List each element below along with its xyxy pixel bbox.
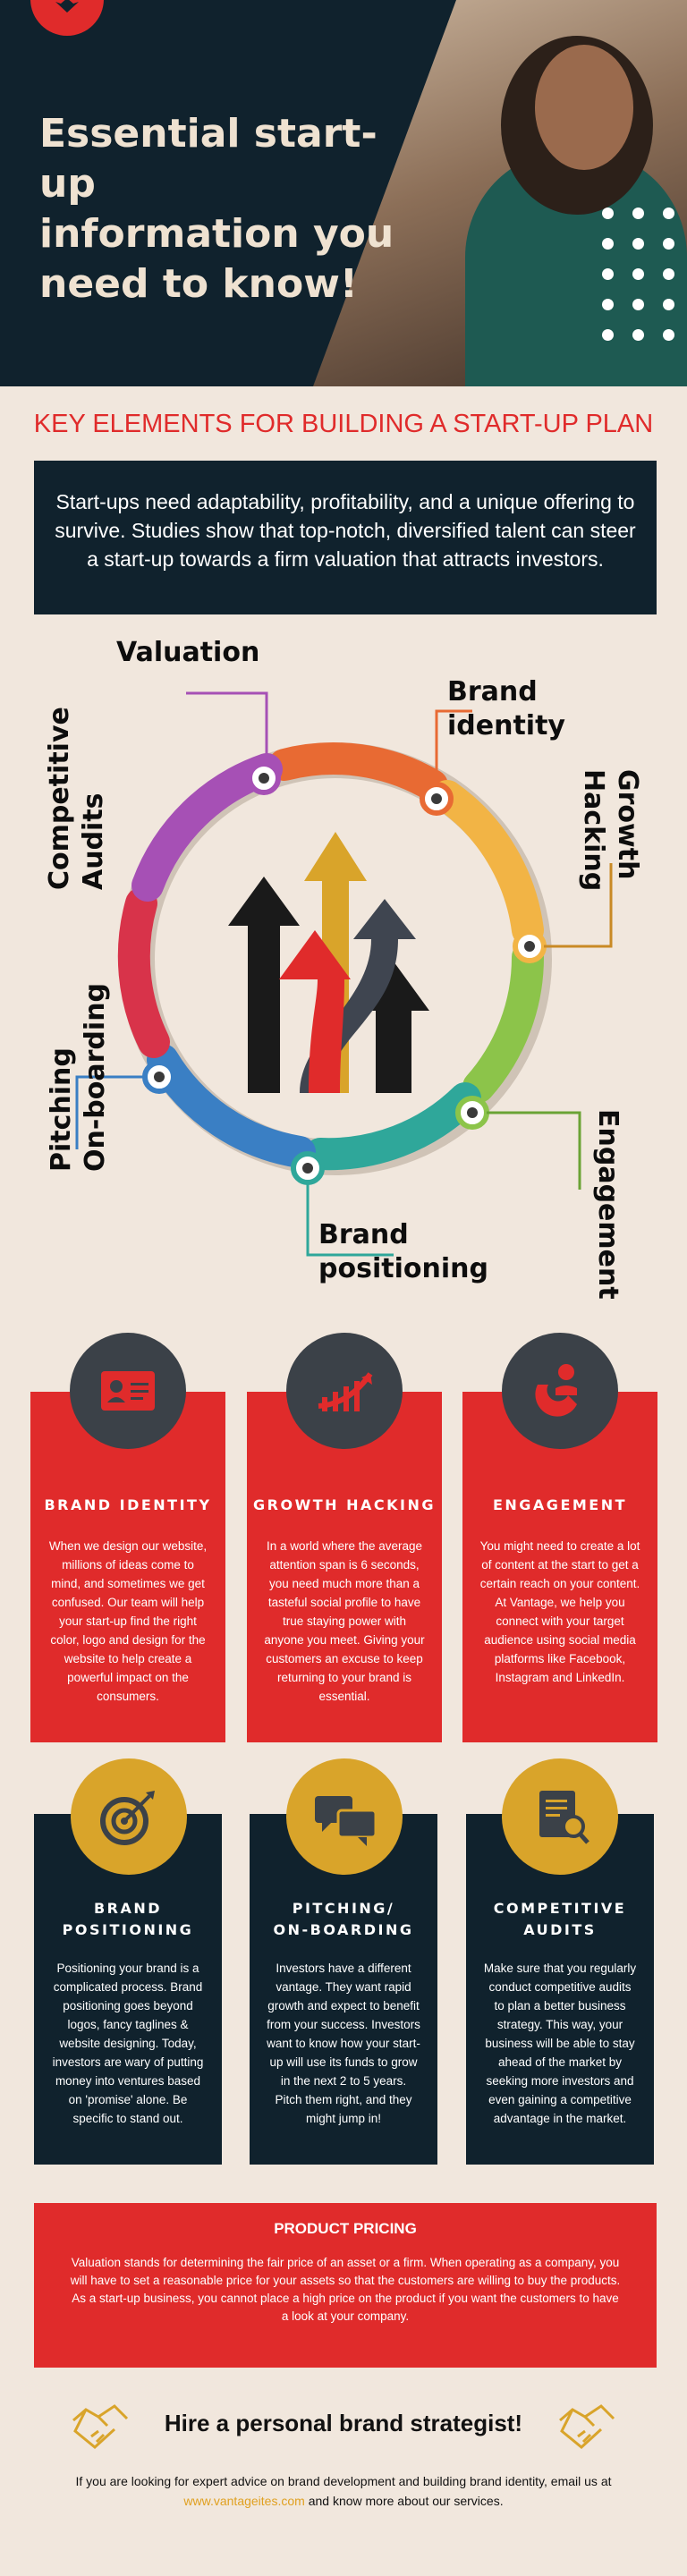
hero-title: Essential start-up information you need …	[39, 111, 394, 307]
label-engagement: Engagement	[592, 1109, 623, 1300]
pricing-box	[34, 2203, 657, 2368]
audit-document-icon	[502, 1758, 618, 1875]
intro-text: Start-ups need adaptability, profitabili…	[55, 490, 636, 571]
card-engagement: ENGAGEMENT You might need to create a lo…	[462, 1392, 657, 1742]
card-title: PITCHING/ ON-BOARDING	[273, 1900, 414, 1938]
segment-valuation	[131, 753, 283, 902]
dot-pattern	[599, 208, 687, 360]
card-title: BRAND IDENTITY	[44, 1496, 212, 1513]
segment-engagement	[462, 941, 545, 1103]
chat-bubbles-icon	[286, 1758, 403, 1875]
segment-growth-hacking	[431, 780, 544, 946]
card-text: Make sure that you regularly conduct com…	[483, 1962, 637, 2125]
card-text: When we design our website, millions of …	[48, 1539, 208, 1703]
segment-brand-positioning	[304, 1082, 481, 1171]
card-text: Positioning your brand is a complicated …	[52, 1962, 204, 2125]
card-text: Investors have a different vantage. They…	[267, 1962, 420, 2125]
growth-chart-icon	[286, 1333, 403, 1449]
card-brand-identity: BRAND IDENTITY When we design our websit…	[30, 1392, 225, 1742]
segment-brand-identity	[268, 742, 448, 801]
footer-text: If you are looking for expert advice on …	[63, 2471, 624, 2511]
label-competitive-audits: Competitive Audits	[44, 707, 109, 890]
website-link[interactable]: www.vantageites.com	[183, 2494, 305, 2508]
section-title: KEY ELEMENTS FOR BUILDING A START-UP PLA…	[33, 410, 654, 438]
wheel-graphic	[75, 691, 613, 1257]
card-title: GROWTH HACKING	[253, 1496, 436, 1513]
footer-text-after: and know more about our services.	[304, 2494, 504, 2508]
label-growth-hacking: Growth Hacking	[578, 769, 643, 892]
eagle-logo-icon	[30, 0, 104, 36]
card-title: BRAND POSITIONING	[62, 1900, 194, 1938]
label-brand-positioning: Brand positioning	[318, 1219, 488, 1284]
label-valuation: Valuation	[116, 637, 260, 668]
segment-competitive-audits	[117, 887, 170, 1058]
rising-arrows-icon	[228, 832, 429, 1093]
pricing-title: PRODUCT PRICING	[274, 2220, 417, 2237]
target-icon	[71, 1758, 187, 1875]
card-growth-hacking: GROWTH HACKING In a world where the aver…	[247, 1392, 442, 1742]
key-elements-wheel: Valuation Brand identity Growth Hacking …	[0, 626, 687, 1324]
pricing-text: Valuation stands for determining the fai…	[70, 2256, 621, 2323]
card-title: ENGAGEMENT	[492, 1496, 628, 1513]
label-pitching-onboarding: Pitching On-boarding	[46, 982, 111, 1172]
label-brand-identity: Brand identity	[447, 676, 565, 741]
id-card-icon	[70, 1333, 186, 1449]
intro-box	[34, 461, 657, 614]
handshake-icon	[555, 2394, 619, 2458]
hero-photo-face	[535, 45, 633, 170]
card-text: In a world where the average attention s…	[264, 1539, 425, 1703]
hire-title: Hire a personal brand strategist!	[164, 2410, 523, 2436]
card-title: COMPETITIVE AUDITS	[493, 1900, 627, 1938]
handshake-icon	[68, 2394, 132, 2458]
card-text: You might need to create a lot of conten…	[479, 1539, 640, 1684]
footer-text-before: If you are looking for expert advice on …	[75, 2474, 612, 2488]
magnet-icon	[502, 1333, 618, 1449]
card-brand-positioning: BRAND POSITIONING Positioning your brand…	[34, 1814, 222, 2165]
